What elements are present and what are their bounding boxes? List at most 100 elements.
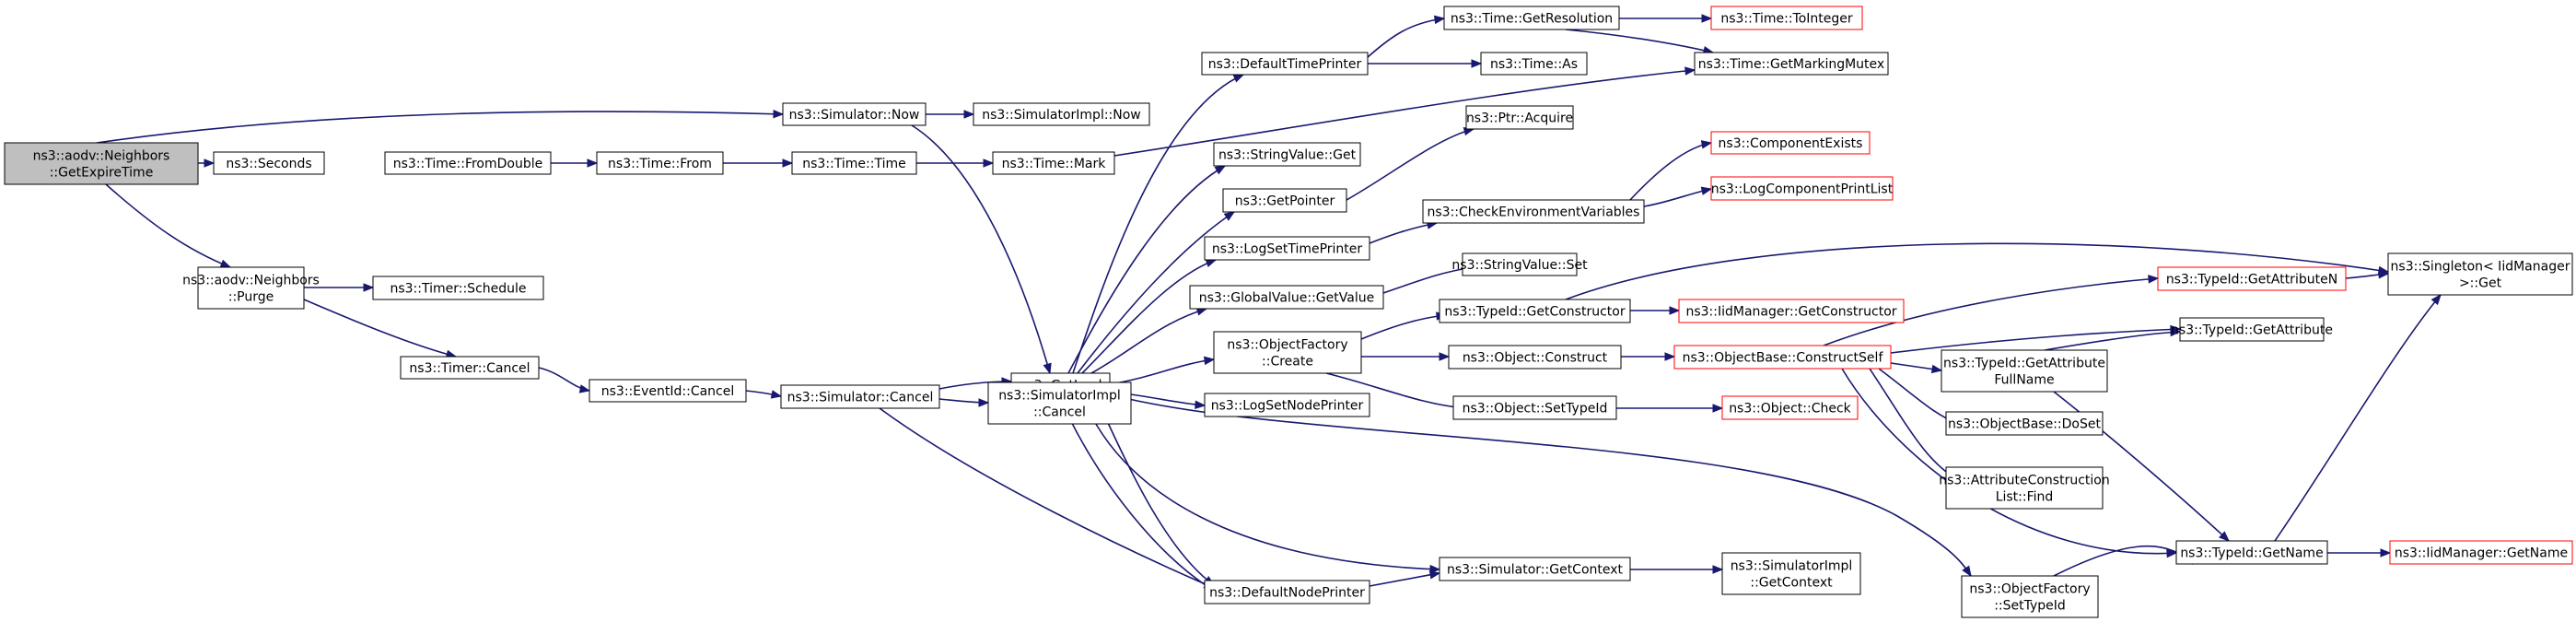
node-box <box>1721 395 1859 420</box>
graph-node-n1[interactable]: ns3::Simulator::Now <box>782 102 927 126</box>
graph-node-n0[interactable]: ns3::aodv::Neighbors::GetExpireTime <box>4 142 199 185</box>
graph-node-n9[interactable]: ns3::Time::Mark <box>992 151 1115 175</box>
graph-node-n44[interactable]: ns3::Object::Check <box>1721 395 1859 420</box>
node-label: ns3::Time::Mark <box>1002 157 1107 171</box>
node-box <box>992 151 1115 175</box>
graph-node-n15[interactable]: ns3::SimulatorImpl::Cancel <box>987 381 1132 425</box>
graph-node-n45[interactable]: ns3::LogSetNodePrinter <box>1204 393 1370 417</box>
edge-line <box>1109 393 1972 577</box>
graph-node-n29[interactable]: ns3::StringValue::Set <box>1451 252 1588 276</box>
graph-node-n36[interactable]: ns3::TypeId::GetAttributeN <box>2157 266 2347 291</box>
graph-node-n41[interactable]: ns3::TypeId::GetName <box>2175 540 2328 565</box>
edge-arrowhead <box>1712 404 1724 413</box>
node-label: ns3::CheckEnvironmentVariables <box>1428 205 1640 220</box>
graph-node-n18[interactable]: ns3::Time::GetResolution <box>1443 6 1620 30</box>
edge-line <box>2044 331 2181 351</box>
edge-n5-to-n24 <box>1081 259 1218 374</box>
node-box <box>1452 395 1617 420</box>
edge-arrowhead <box>363 283 375 292</box>
graph-node-n7[interactable]: ns3::Time::From <box>596 151 724 175</box>
node-box <box>2175 540 2328 565</box>
graph-node-n24[interactable]: ns3::LogSetTimePrinter <box>1204 236 1370 261</box>
graph-node-n32[interactable]: ns3::IidManager::GetConstructor <box>1678 299 1905 323</box>
node-box <box>791 151 917 175</box>
edge-n6-to-n7 <box>551 158 599 168</box>
graph-node-n43[interactable]: ns3::Object::SetTypeId <box>1452 395 1617 420</box>
graph-node-n17[interactable]: ns3::DefaultTimePrinter <box>1201 52 1369 76</box>
edge-n30-to-n31 <box>1360 311 1448 340</box>
graph-node-n27[interactable]: ns3::LogComponentPrintList <box>1710 176 1894 201</box>
graph-node-n35[interactable]: ns3::ObjectBase::ConstructSelf <box>1673 345 1892 370</box>
edge-n5-to-n47 <box>1081 395 1441 574</box>
graph-node-n49[interactable]: ns3::ObjectFactory::SetTypeId <box>1961 575 2099 618</box>
edge-line <box>879 407 1215 589</box>
graph-node-n48[interactable]: ns3::SimulatorImpl::GetContext <box>1721 552 1861 595</box>
graph-node-n31[interactable]: ns3::TypeId::GetConstructor <box>1439 299 1631 323</box>
graph-node-n39[interactable]: ns3::ObjectBase::DoSet <box>1945 411 2104 436</box>
node-label: ns3::SimulatorImpl <box>1731 559 1853 574</box>
graph-node-n20[interactable]: ns3::Time::As <box>1480 52 1588 76</box>
node-label: ns3::IidManager::GetName <box>2395 546 2568 561</box>
graph-node-n14[interactable]: ns3::Simulator::Cancel <box>780 384 940 409</box>
graph-node-n11[interactable]: ns3::Timer::Schedule <box>372 276 544 300</box>
edge-arrowhead <box>1043 362 1052 375</box>
graph-node-n2[interactable]: ns3::Seconds <box>213 151 325 175</box>
graph-node-n21[interactable]: ns3::StringValue::Get <box>1213 142 1361 167</box>
edge-line <box>1325 372 1465 409</box>
graph-node-n30[interactable]: ns3::ObjectFactory::Create <box>1213 331 1362 374</box>
node-label: ns3::GlobalValue::GetValue <box>1199 291 1374 306</box>
graph-node-n6[interactable]: ns3::Time::FromDouble <box>384 151 552 175</box>
edge-line <box>1346 128 1474 201</box>
edge-line <box>2053 391 2230 542</box>
node-label: ::GetContext <box>1750 576 1833 591</box>
graph-node-n8[interactable]: ns3::Time::Time <box>791 151 917 175</box>
edge-arrowhead <box>1214 165 1227 175</box>
graph-node-n26[interactable]: ns3::ComponentExists <box>1710 131 1871 155</box>
graph-node-n23[interactable]: ns3::Ptr::Acquire <box>1465 105 1574 130</box>
edge-arrowhead <box>2430 293 2442 306</box>
graph-node-n12[interactable]: ns3::Timer::Cancel <box>400 356 540 380</box>
edge-arrowhead <box>1471 59 1483 68</box>
edge-n9-to-n10 <box>1113 66 1696 157</box>
graph-node-n19[interactable]: ns3::Time::ToInteger <box>1710 6 1863 30</box>
node-box <box>213 151 325 175</box>
edge-arrowhead <box>587 158 599 168</box>
edge-arrowhead <box>782 158 794 168</box>
edge-n13-to-n14 <box>745 390 783 399</box>
graph-node-n28[interactable]: ns3::GlobalValue::GetValue <box>1189 285 1384 310</box>
graph-node-n13[interactable]: ns3::EventId::Cancel <box>589 379 747 403</box>
graph-node-n25[interactable]: ns3::CheckEnvironmentVariables <box>1422 199 1645 224</box>
edge-line <box>1081 395 1440 570</box>
graph-node-n46[interactable]: ns3::DefaultNodePrinter <box>1204 580 1370 604</box>
edge-line <box>1367 18 1445 58</box>
edge-arrowhead <box>1701 14 1713 23</box>
edge-n38-to-n37 <box>2044 327 2182 351</box>
graph-node-n22[interactable]: ns3::GetPointer <box>1222 188 1347 213</box>
graph-node-n37[interactable]: ns3::TypeId::GetAttribute <box>2171 317 2333 342</box>
graph-node-n4[interactable]: ns3::SimulatorImpl::Now <box>973 102 1150 126</box>
node-box <box>1480 52 1588 76</box>
graph-node-n3[interactable]: ns3::aodv::Neighbors::Purge <box>182 266 320 310</box>
graph-node-n34[interactable]: ns3::Object::Construct <box>1448 345 1622 370</box>
graph-node-n33[interactable]: ns3::Singleton< IidManager>::Get <box>2387 252 2573 296</box>
graph-node-n47[interactable]: ns3::Simulator::GetContext <box>1439 557 1631 581</box>
nodes-layer: ns3::aodv::Neighbors::GetExpireTimens3::… <box>4 6 2573 618</box>
node-label: ns3::Time::From <box>608 157 712 171</box>
edge-arrowhead <box>2378 270 2390 279</box>
edge-line <box>1565 242 2389 300</box>
edge-n46-to-n47 <box>1369 570 1441 587</box>
node-box <box>384 151 552 175</box>
graph-node-n42[interactable]: ns3::IidManager::GetName <box>2389 540 2573 565</box>
edge-n41-to-n33 <box>2274 293 2442 542</box>
edge-n5-to-n28 <box>1090 307 1208 374</box>
node-box <box>372 276 544 300</box>
node-label: ns3::TypeId::GetName <box>2180 546 2323 561</box>
node-box <box>1439 557 1631 581</box>
graph-node-n10[interactable]: ns3::Time::GetMarkingMutex <box>1694 52 1889 76</box>
edge-line <box>1077 211 1235 374</box>
node-label: ns3::StringValue::Set <box>1451 258 1588 273</box>
edge-line <box>1072 74 1244 374</box>
edge-n25-to-n27 <box>1643 186 1713 207</box>
